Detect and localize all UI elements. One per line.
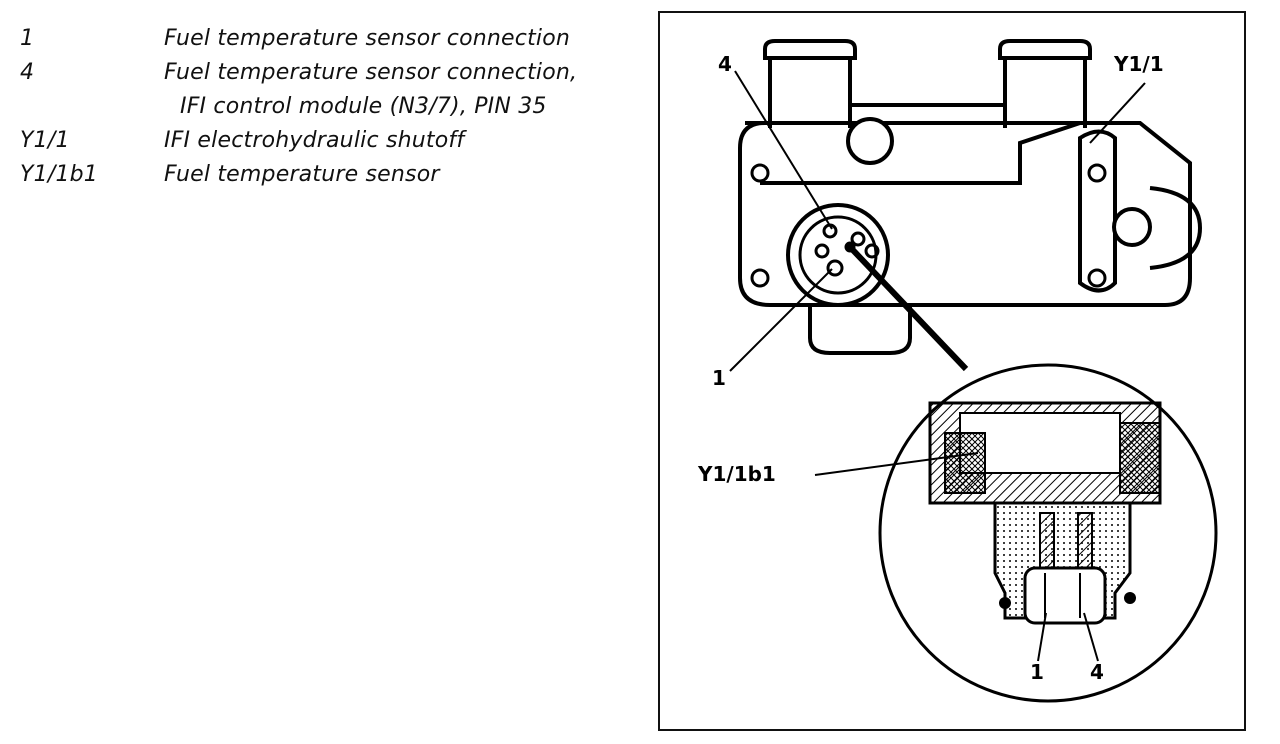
connector-plug [786,203,890,307]
diagram-frame: 4 Y1/1 1 Y1/1b1 1 4 [658,11,1246,731]
shutoff-valve-body [738,39,1203,355]
callout-y1-1b1: Y1/1b1 [697,462,776,486]
callout-leaders [729,70,1146,662]
callout-1-bottom: 1 [1030,660,1044,684]
legend-item-y1-1b1: Y1/1b1 Fuel temperature sensor [20,158,660,192]
diagram-svg: 4 Y1/1 1 Y1/1b1 1 4 [697,39,1218,703]
magnified-detail [878,363,1218,703]
legend-desc-continuation: IFI control module (N3/7), PIN 35 [180,94,547,119]
legend-item-y1-1: Y1/1 IFI electrohydraulic shutoff [20,124,660,158]
legend-desc: Fuel temperature sensor [164,162,440,187]
legend-key: 1 [20,26,35,51]
callout-4-bottom: 4 [1090,660,1104,684]
callout-4-top: 4 [718,52,732,76]
legend-item-4: 4 Fuel temperature sensor connection, IF… [20,56,660,124]
legend-desc: Fuel temperature sensor connection, [164,60,578,85]
legend-item-1: 1 Fuel temperature sensor connection [20,22,660,56]
legend-desc: IFI electrohydraulic shutoff [164,128,465,153]
legend-desc-block: Fuel temperature sensor connection, IFI … [164,56,660,124]
mounting-holes [750,117,1152,288]
callout-1-top: 1 [712,366,726,390]
legend: 1 Fuel temperature sensor connection 4 F… [20,22,660,192]
callout-y1-1: Y1/1 [1113,52,1164,76]
legend-key: Y1/1 [20,128,70,153]
legend-desc: Fuel temperature sensor connection [164,26,571,51]
legend-key: Y1/1b1 [20,162,99,187]
magnify-leader [847,244,969,372]
legend-key: 4 [20,60,35,85]
